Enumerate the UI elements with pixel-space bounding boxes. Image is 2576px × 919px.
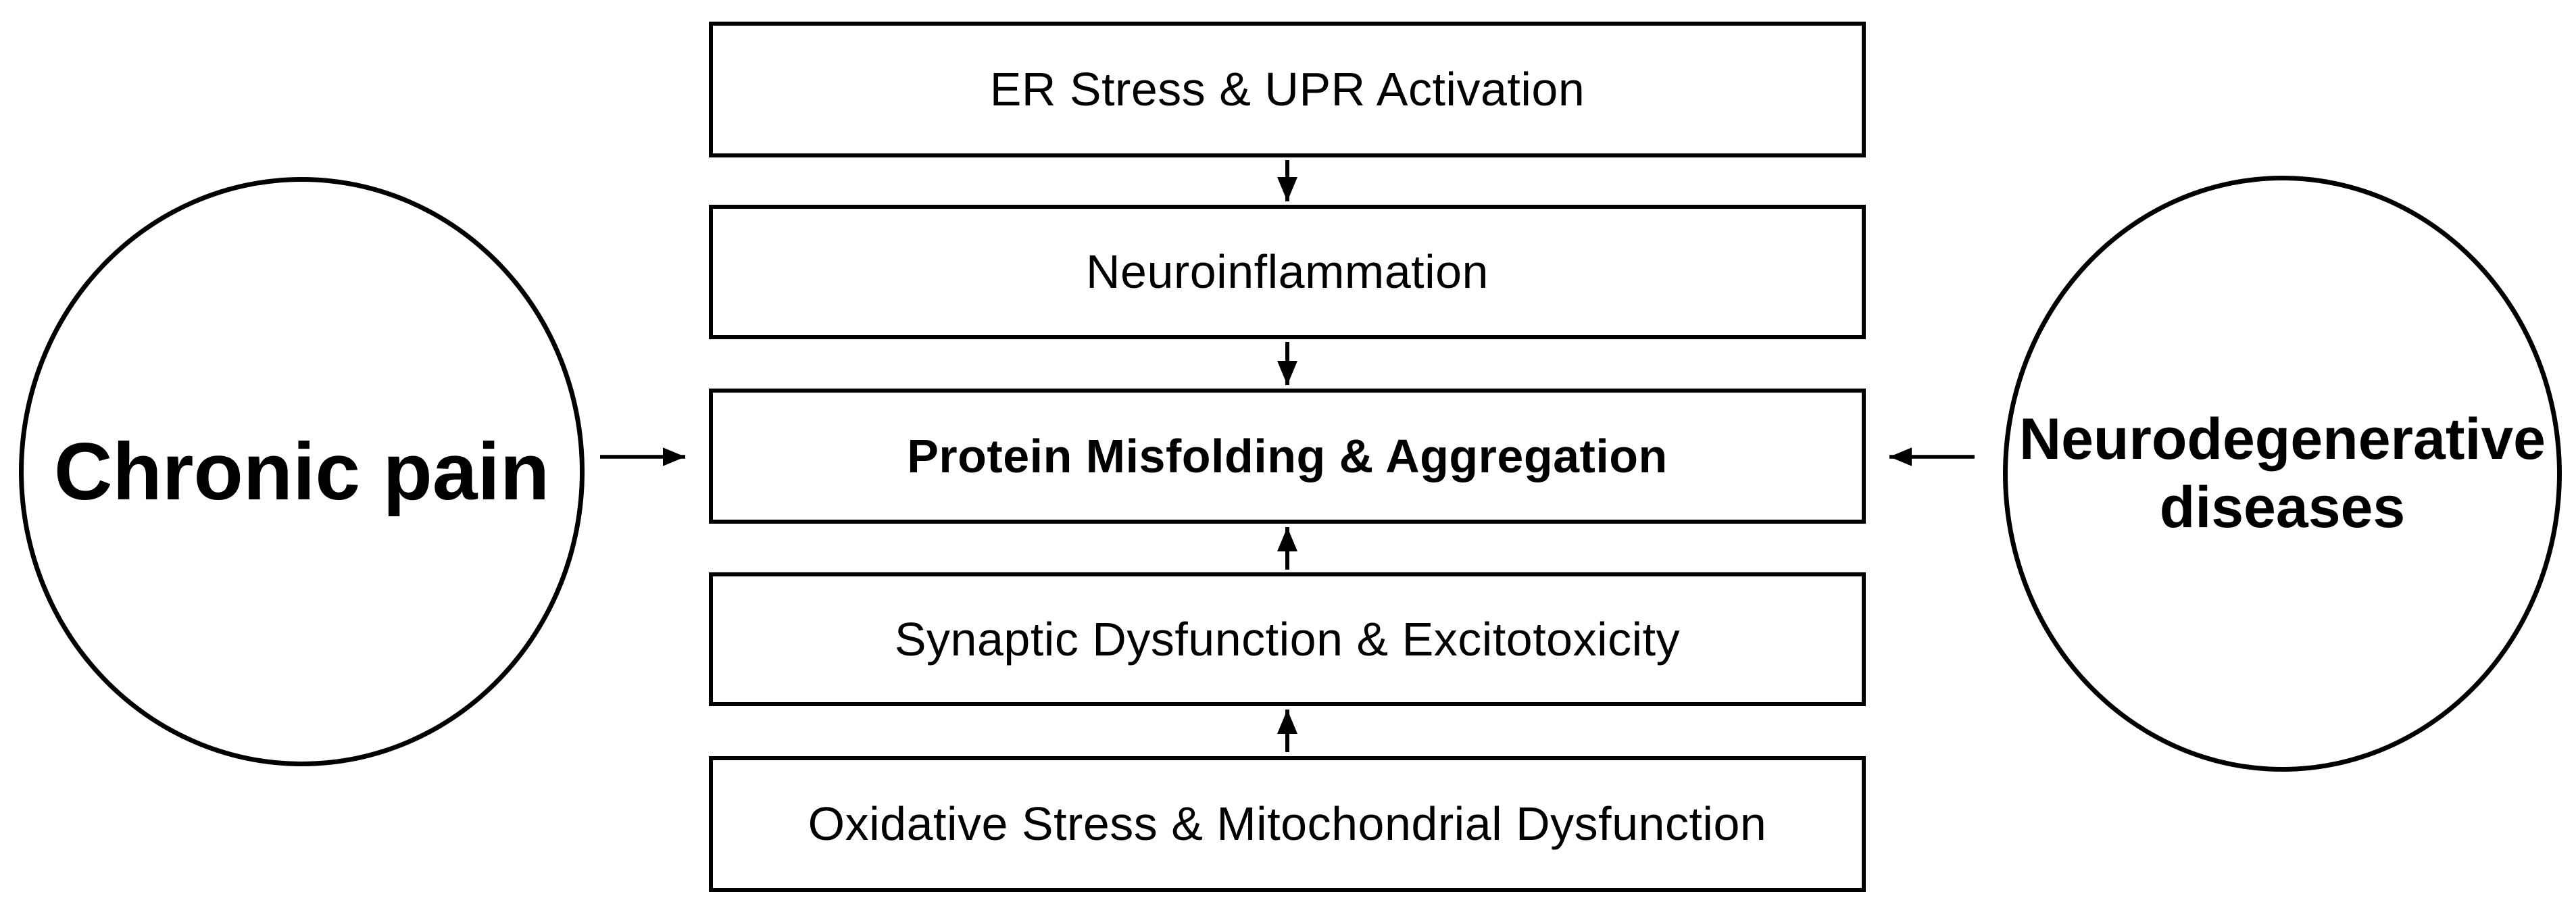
node-chronic-pain: Chronic pain	[19, 177, 585, 766]
box-protein-misfolding: Protein Misfolding & Aggregation	[709, 389, 1866, 524]
box-oxidative-stress-label: Oxidative Stress & Mitochondrial Dysfunc…	[808, 797, 1767, 850]
box-neuroinflammation: Neuroinflammation	[709, 205, 1866, 339]
box-synaptic-dysfunction: Synaptic Dysfunction & Excitotoxicity	[709, 572, 1866, 706]
node-neurodegenerative-diseases: Neurodegenerative diseases	[2003, 176, 2562, 772]
neurodegenerative-diseases-label: Neurodegenerative diseases	[2018, 406, 2546, 540]
box-er-stress-label: ER Stress & UPR Activation	[989, 63, 1585, 116]
box-oxidative-stress: Oxidative Stress & Mitochondrial Dysfunc…	[709, 756, 1866, 892]
box-neuroinflammation-label: Neuroinflammation	[1086, 245, 1489, 298]
box-synaptic-dysfunction-label: Synaptic Dysfunction & Excitotoxicity	[894, 612, 1681, 666]
box-protein-misfolding-label: Protein Misfolding & Aggregation	[907, 429, 1668, 482]
chronic-pain-label: Chronic pain	[53, 426, 550, 517]
box-er-stress: ER Stress & UPR Activation	[709, 22, 1866, 157]
